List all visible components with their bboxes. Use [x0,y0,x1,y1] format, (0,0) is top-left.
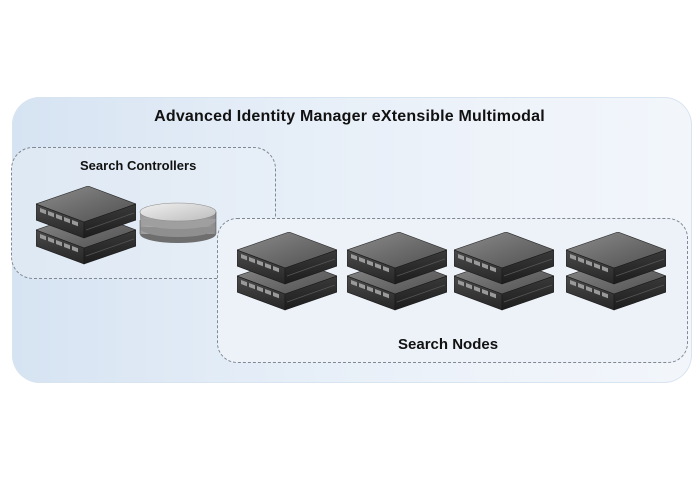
diagram-title: Advanced Identity Manager eXtensible Mul… [154,108,545,125]
node-server-icon [566,232,666,316]
node-server-icon [454,232,554,316]
search-controllers-label: Search Controllers [80,158,197,173]
search-nodes-label: Search Nodes [398,336,499,353]
disk-storage-icon [138,198,218,246]
controller-server-icon [36,186,136,270]
node-server-icon [237,232,337,316]
node-server-icon [347,232,447,316]
